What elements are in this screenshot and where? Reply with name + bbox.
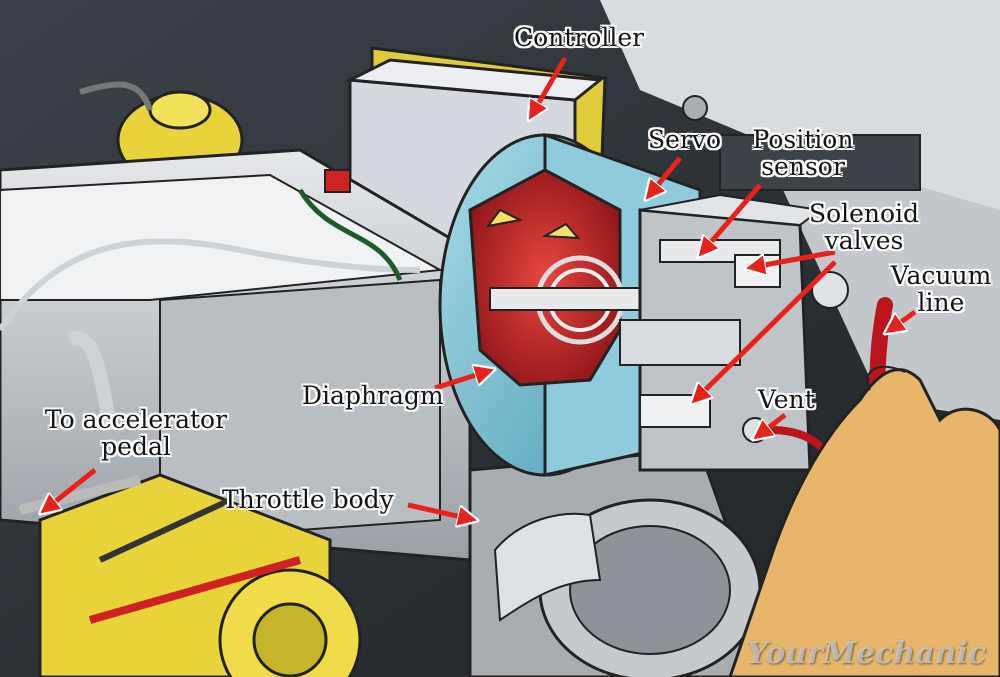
wire-harness xyxy=(297,188,403,281)
hand xyxy=(728,368,1000,677)
solenoid-valve-lower xyxy=(639,394,711,428)
watermark-logo: YourMechanic xyxy=(746,636,986,671)
solenoid-arrow-lower xyxy=(693,260,837,402)
linkage-rod xyxy=(98,497,232,563)
diaphragm-arrow xyxy=(434,370,492,391)
solenoid-valve-upper xyxy=(734,254,781,288)
position-sensor-arrow xyxy=(700,183,762,255)
reservoir-cap-top xyxy=(148,90,212,130)
vent-arrow xyxy=(755,413,787,438)
throttle-pulley-hub xyxy=(252,602,328,677)
motion-arrow-right xyxy=(541,222,581,240)
label-solenoid-valves-line1: Solenoid xyxy=(808,199,920,228)
servo-arrow xyxy=(647,156,682,198)
mounting-bolt xyxy=(682,95,708,121)
label-position-sensor-line1: Position xyxy=(752,125,854,154)
solenoid-arrow-upper xyxy=(748,249,836,268)
motion-arrow-left xyxy=(485,208,524,228)
label-solenoid-valves-line2: valves xyxy=(824,226,904,255)
throttle-body-arrow xyxy=(407,502,475,520)
controller-arrow xyxy=(530,56,568,118)
vacuum-line-arrow xyxy=(887,309,917,332)
label-vacuum-line-line2: line xyxy=(917,288,965,317)
pipe xyxy=(66,331,117,431)
label-position-sensor-line2: sensor xyxy=(761,152,845,181)
servo-rod xyxy=(489,287,641,311)
label-to-accelerator-pedal: To accelerator pedal xyxy=(38,406,234,460)
throttle-bore-inner xyxy=(569,525,731,655)
vacuum-port xyxy=(811,271,849,309)
valve-housing-top xyxy=(639,193,823,227)
throttle-cable xyxy=(0,238,421,332)
label-diaphragm: Diaphragm xyxy=(302,381,444,410)
label-to-accelerator-pedal-line2: pedal xyxy=(101,432,171,461)
accelerator-pedal-arrow xyxy=(42,468,97,512)
label-position-sensor: Position sensor xyxy=(748,126,858,180)
hose-clamp xyxy=(493,512,602,622)
sensor-module xyxy=(719,134,921,191)
label-vacuum-line-line1: Vacuum xyxy=(890,261,992,290)
label-throttle-body: Throttle body xyxy=(222,485,394,514)
label-to-accelerator-pedal-line1: To accelerator xyxy=(44,405,228,434)
intake-cover xyxy=(0,173,444,301)
label-vent: Vent xyxy=(758,385,815,414)
controller-top xyxy=(344,58,604,102)
reservoir-hose xyxy=(79,81,153,112)
solenoid-coil xyxy=(619,319,741,366)
label-controller: Controller xyxy=(514,23,645,52)
connector xyxy=(324,169,351,193)
label-solenoid-valves: Solenoid valves xyxy=(804,200,924,254)
label-vacuum-line: Vacuum line xyxy=(886,262,996,316)
red-wire xyxy=(88,556,302,624)
thumb-line xyxy=(866,365,906,391)
manifold-runners xyxy=(159,278,441,542)
label-servo: Servo xyxy=(648,125,722,154)
